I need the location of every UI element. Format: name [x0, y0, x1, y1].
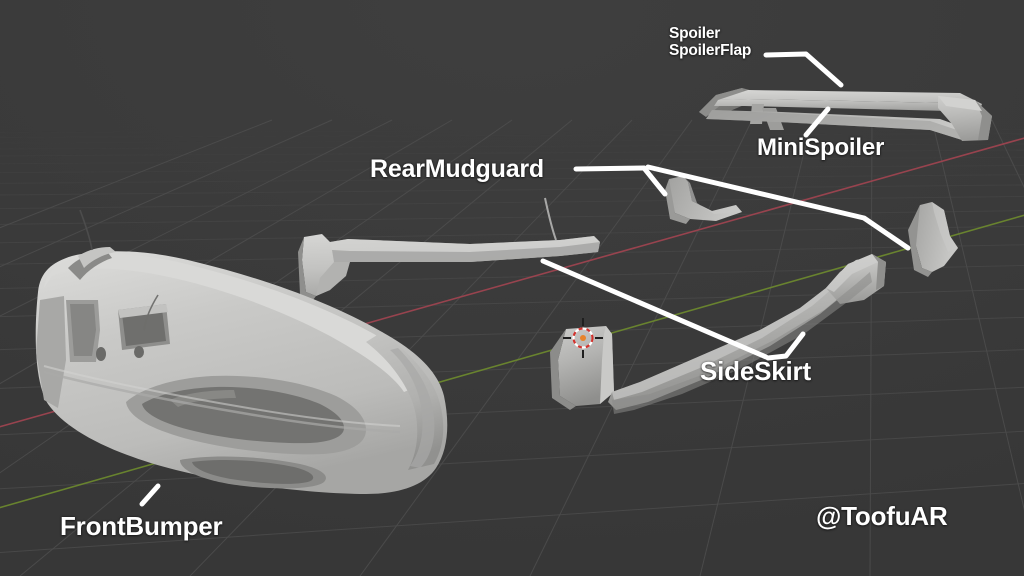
3d-cursor[interactable] — [563, 318, 603, 358]
mesh-sideskirt[interactable] — [550, 254, 886, 414]
leader-rearmudguard-main — [573, 165, 647, 172]
leader-rearmudguard-branch-a — [641, 165, 668, 197]
watermark-handle: @ToofuAR — [816, 501, 948, 531]
leader-sideskirt-hook — [765, 331, 806, 361]
annotation-label-rearmudguard: RearMudguard — [370, 155, 545, 183]
mesh-edge-wire-bumper-2 — [79, 209, 93, 251]
mesh-rearmudguard-right[interactable] — [908, 202, 958, 277]
annotation-label-minispoiler: MiniSpoiler — [757, 134, 885, 161]
leader-rearmudguard-branch-b — [645, 164, 911, 251]
leader-spoiler — [763, 51, 844, 88]
mesh-edge-wire-bumper — [143, 294, 159, 331]
mesh-spoiler[interactable] — [699, 88, 992, 141]
leader-minispoiler — [803, 106, 831, 138]
annotation-leaders — [139, 51, 911, 507]
annotation-label-sideskirt: SideSkirt — [700, 356, 811, 386]
annotation-label-frontbumper: FrontBumper — [60, 511, 223, 541]
mesh-rear-panel[interactable] — [298, 234, 600, 300]
mesh-edge-wire-rear — [544, 197, 557, 241]
leader-sideskirt-main — [540, 258, 769, 360]
viewport-grid — [0, 119, 1024, 576]
annotation-label-spoiler: Spoiler SpoilerFlap — [669, 25, 752, 60]
leader-frontbumper — [139, 483, 161, 507]
mesh-rearmudguard-left[interactable] — [665, 176, 742, 224]
